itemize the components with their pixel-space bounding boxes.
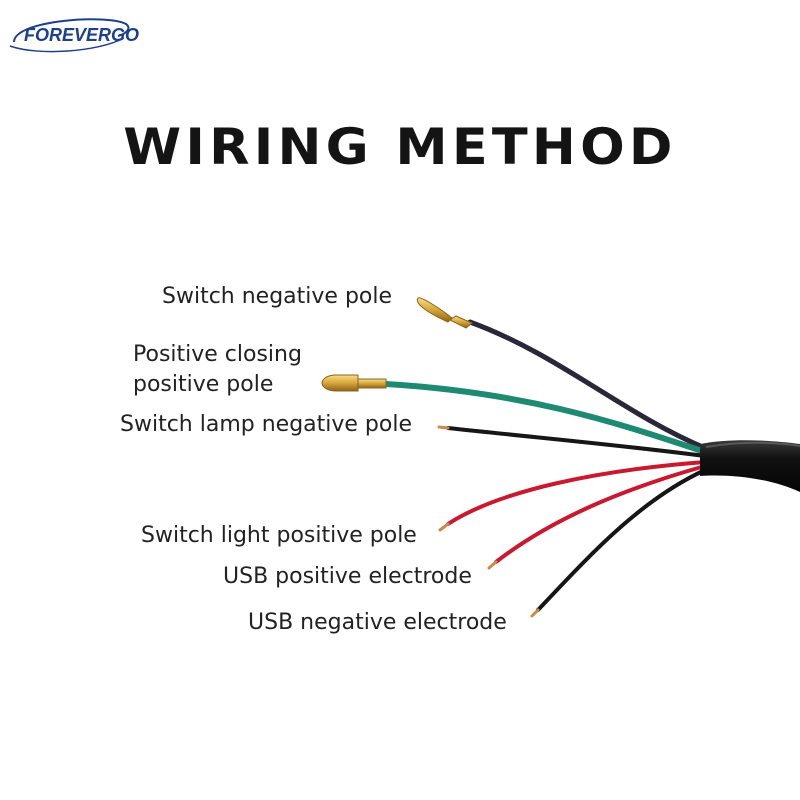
wire-usb-negative bbox=[536, 468, 707, 612]
copper-tip-usb-negative bbox=[530, 608, 540, 618]
wire-switch-lamp-negative bbox=[446, 426, 707, 458]
logo-swoosh bbox=[9, 18, 130, 53]
wire-usb-positive bbox=[494, 464, 707, 564]
cable-sheath bbox=[700, 440, 800, 492]
cable-sheath-highlight bbox=[705, 441, 800, 448]
brand-logo: FOREVERGO bbox=[8, 12, 139, 58]
label-usb-negative-electrode: USB negative electrode bbox=[248, 610, 507, 635]
copper-tip-switch-light-positive bbox=[438, 522, 450, 532]
label-switch-negative-pole: Switch negative pole bbox=[162, 284, 393, 309]
bullet-connector-positive-closing bbox=[321, 374, 387, 392]
wire-switch-light-positive bbox=[446, 460, 707, 526]
label-positive-closing-pole: Positive closing positive pole bbox=[133, 342, 302, 397]
brand-name: FOREVERGO bbox=[24, 25, 140, 45]
label-usb-positive-electrode: USB positive electrode bbox=[223, 564, 472, 589]
bullet-connector-switch-negative bbox=[416, 297, 473, 329]
wire-switch-negative bbox=[467, 319, 708, 451]
label-switch-light-positive-pole: Switch light positive pole bbox=[141, 523, 417, 548]
copper-tip-usb-positive bbox=[487, 560, 498, 570]
page-title: WIRING METHOD bbox=[123, 118, 677, 176]
wire-positive-closing bbox=[383, 381, 708, 455]
label-switch-lamp-negative-pole: Switch lamp negative pole bbox=[120, 412, 412, 437]
copper-tip-switch-lamp-negative bbox=[437, 425, 450, 430]
